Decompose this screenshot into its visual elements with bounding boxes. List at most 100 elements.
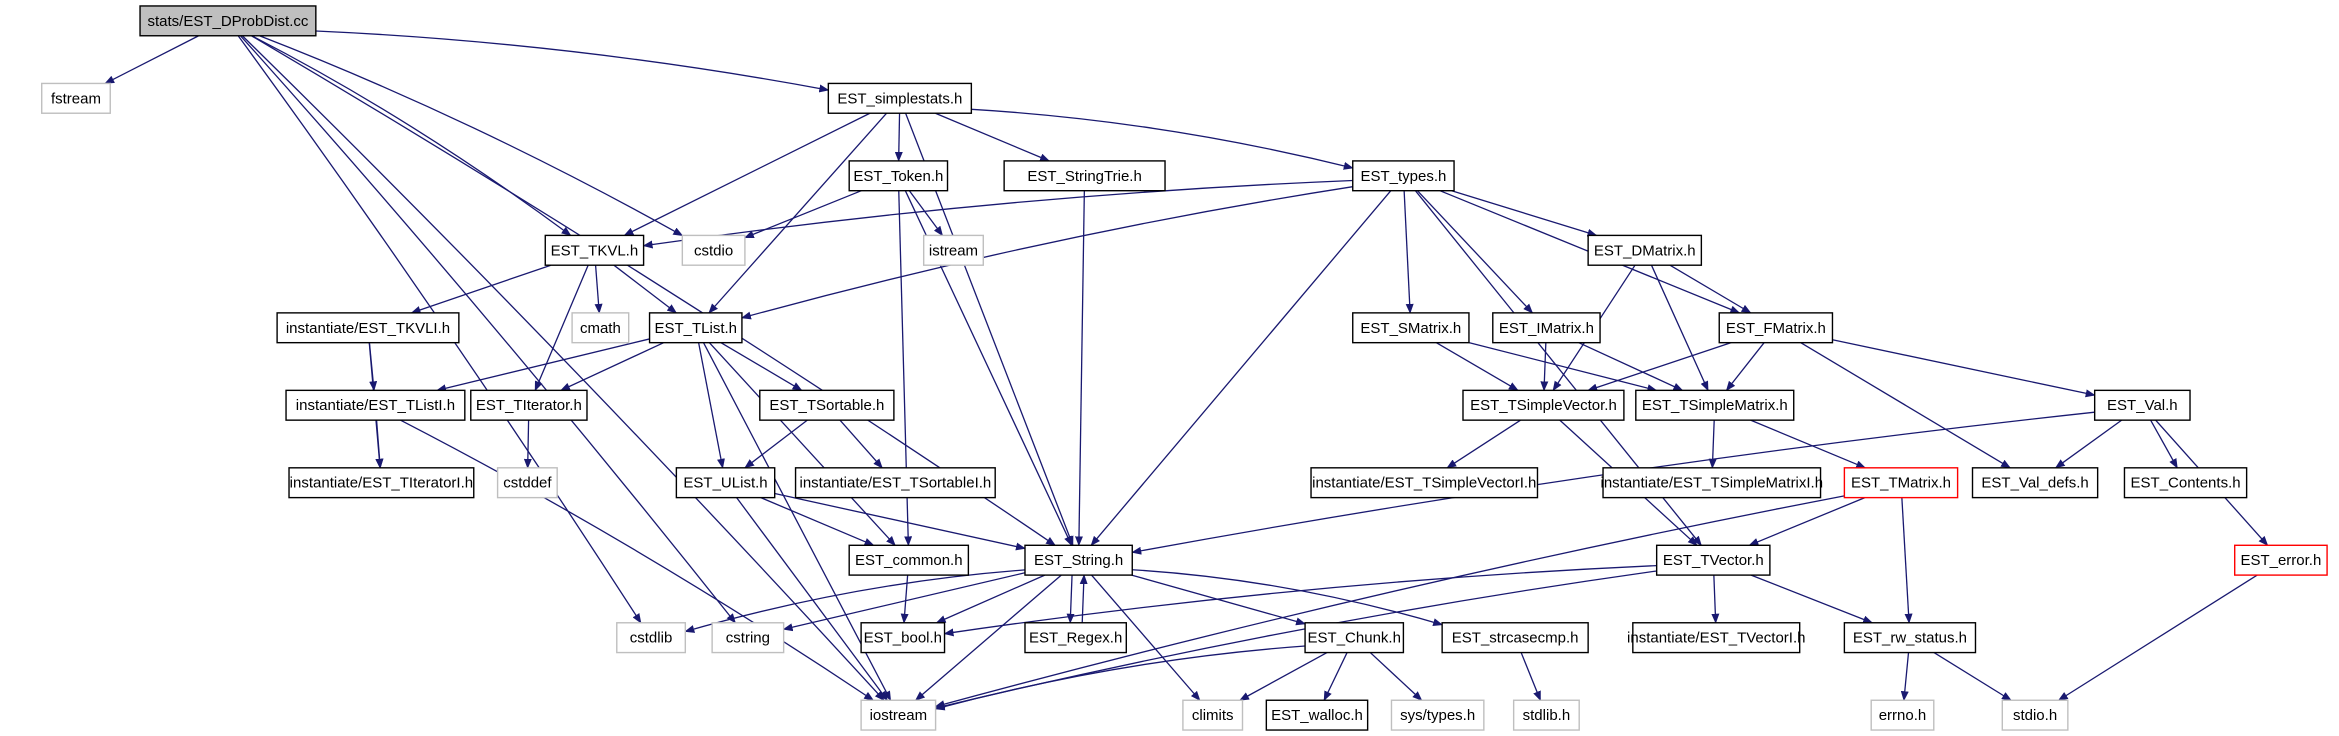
node-strcasecmp[interactable]: EST_strcasecmp.h xyxy=(1441,622,1589,654)
node-chunk[interactable]: EST_Chunk.h xyxy=(1304,622,1405,654)
node-types[interactable]: EST_types.h xyxy=(1352,160,1455,192)
node-bool-label: EST_bool.h xyxy=(864,630,942,647)
node-tsvector[interactable]: EST_TSimpleVector.h xyxy=(1462,389,1625,421)
edge-root-to-fstream xyxy=(104,35,200,85)
node-stdio[interactable]: stdio.h xyxy=(2001,699,2069,731)
node-tlist[interactable]: EST_TList.h xyxy=(648,312,743,344)
node-titer[interactable]: EST_TIterator.h xyxy=(470,389,588,421)
edge-imatrix-to-tsvector xyxy=(1540,342,1549,392)
node-tkvli-label: instantiate/EST_TKVLI.h xyxy=(286,320,450,337)
node-tsortable-label: EST_TSortable.h xyxy=(769,397,884,414)
edge-types-to-tkvl xyxy=(642,179,1353,249)
node-smatrix-box xyxy=(1352,312,1470,344)
node-strtrie[interactable]: EST_StringTrie.h xyxy=(1003,160,1166,192)
edge-tkvl-to-titer xyxy=(534,264,589,392)
edge-token-to-cstdio xyxy=(743,190,862,239)
edge-tvector-to-tvectori xyxy=(1711,575,1720,624)
node-tsortablei-box xyxy=(794,467,996,499)
edge-tmatrix-to-iostream xyxy=(934,495,1845,709)
edge-string-to-strcasecmp xyxy=(1132,569,1444,627)
node-tvectori-label: instantiate/EST_TVectorI.h xyxy=(1627,630,1805,647)
node-cmath-box xyxy=(571,312,630,344)
node-titer-label: EST_TIterator.h xyxy=(476,397,582,414)
node-fstream[interactable]: fstream xyxy=(41,82,111,114)
node-istream-box xyxy=(922,234,984,266)
node-tsvectori[interactable]: instantiate/EST_TSimpleVectorI.h xyxy=(1310,467,1539,499)
edge-simplestats-to-tkvl xyxy=(623,112,871,236)
node-imatrix-label: EST_IMatrix.h xyxy=(1499,320,1594,337)
node-stdio-label: stdio.h xyxy=(2013,707,2057,724)
node-token-box xyxy=(848,160,949,192)
edge-tsmatrix-to-tsmatrixi xyxy=(1708,420,1717,469)
node-cstdio[interactable]: cstdio xyxy=(681,234,746,266)
node-error[interactable]: EST_error.h xyxy=(2234,544,2328,576)
node-tsortablei[interactable]: instantiate/EST_TSortableI.h xyxy=(794,467,996,499)
node-imatrix[interactable]: EST_IMatrix.h xyxy=(1492,312,1601,344)
node-systypes-label: sys/types.h xyxy=(1400,707,1475,724)
node-rwstatus[interactable]: EST_rw_status.h xyxy=(1843,622,1977,654)
node-iostream[interactable]: iostream xyxy=(860,699,937,731)
node-cmath[interactable]: cmath xyxy=(571,312,630,344)
edge-root-to-cstring xyxy=(240,35,736,624)
node-tvectori[interactable]: instantiate/EST_TVectorI.h xyxy=(1627,622,1805,654)
node-tlist-box xyxy=(648,312,743,344)
edge-tlist-to-tsortable xyxy=(720,342,803,391)
node-dmatrix[interactable]: EST_DMatrix.h xyxy=(1587,234,1703,266)
node-cstddef-label: cstddef xyxy=(503,475,552,492)
node-string[interactable]: EST_String.h xyxy=(1024,544,1133,576)
node-val[interactable]: EST_Val.h xyxy=(2093,389,2191,421)
node-tlisti[interactable]: instantiate/EST_TListI.h xyxy=(285,389,466,421)
node-cstring[interactable]: cstring xyxy=(711,622,785,654)
node-tsvector-box xyxy=(1462,389,1625,421)
node-walloc[interactable]: EST_walloc.h xyxy=(1265,699,1369,731)
node-bool[interactable]: EST_bool.h xyxy=(860,622,946,654)
node-contents[interactable]: EST_Contents.h xyxy=(2123,467,2248,499)
node-climits-label: climits xyxy=(1192,707,1234,724)
node-root[interactable]: stats/EST_DProbDist.cc xyxy=(139,5,317,37)
node-ulist[interactable]: EST_UList.h xyxy=(675,467,776,499)
edge-types-to-smatrix xyxy=(1403,190,1414,314)
edge-ulist-to-common xyxy=(760,497,875,546)
node-tkvl[interactable]: EST_TKVL.h xyxy=(544,234,645,266)
node-simplestats[interactable]: EST_simplestats.h xyxy=(827,82,973,114)
edge-tmatrix-to-tvector xyxy=(1748,497,1866,546)
node-cstddef-box xyxy=(496,467,558,499)
node-istream[interactable]: istream xyxy=(922,234,984,266)
node-strtrie-box xyxy=(1003,160,1166,192)
node-tsmatrixi[interactable]: instantiate/EST_TSimpleMatrixI.h xyxy=(1600,467,1823,499)
edge-ulist-to-string xyxy=(774,492,1026,551)
node-smatrix[interactable]: EST_SMatrix.h xyxy=(1352,312,1470,344)
node-errno[interactable]: errno.h xyxy=(1870,699,1935,731)
node-fmatrix[interactable]: EST_FMatrix.h xyxy=(1718,312,1834,344)
node-tsmatrix[interactable]: EST_TSimpleMatrix.h xyxy=(1635,389,1795,421)
node-tvector-box xyxy=(1655,544,1771,576)
node-tsmatrix-box xyxy=(1635,389,1795,421)
node-valdefs[interactable]: EST_Val_defs.h xyxy=(1971,467,2099,499)
node-climits[interactable]: climits xyxy=(1182,699,1244,731)
node-tvector[interactable]: EST_TVector.h xyxy=(1655,544,1771,576)
node-common[interactable]: EST_common.h xyxy=(848,544,970,576)
node-stdlib[interactable]: stdlib.h xyxy=(1512,699,1580,731)
node-dmatrix-label: EST_DMatrix.h xyxy=(1594,242,1696,259)
node-token[interactable]: EST_Token.h xyxy=(848,160,949,192)
edge-chunk-to-walloc xyxy=(1323,652,1348,702)
node-strcasecmp-box xyxy=(1441,622,1589,654)
node-cstdlib[interactable]: cstdlib xyxy=(616,622,687,654)
node-tvector-label: EST_TVector.h xyxy=(1663,552,1764,569)
node-tkvli[interactable]: instantiate/EST_TKVLI.h xyxy=(276,312,460,344)
node-rwstatus-label: EST_rw_status.h xyxy=(1853,630,1967,647)
node-cstddef[interactable]: cstddef xyxy=(496,467,558,499)
node-titeri[interactable]: instantiate/EST_TIteratorI.h xyxy=(288,467,475,499)
node-valdefs-label: EST_Val_defs.h xyxy=(1981,475,2088,492)
node-tmatrix[interactable]: EST_TMatrix.h xyxy=(1843,467,1959,499)
edge-error-to-stdio xyxy=(2057,574,2258,701)
node-titeri-label: instantiate/EST_TIteratorI.h xyxy=(290,475,473,492)
node-systypes[interactable]: sys/types.h xyxy=(1390,699,1485,731)
node-tlisti-label: instantiate/EST_TListI.h xyxy=(296,397,455,414)
node-regex[interactable]: EST_Regex.h xyxy=(1024,622,1127,654)
edge-token-to-istream xyxy=(908,190,944,237)
node-tsortable[interactable]: EST_TSortable.h xyxy=(759,389,895,421)
node-valdefs-box xyxy=(1971,467,2099,499)
edge-rwstatus-to-errno xyxy=(1900,652,1910,702)
node-walloc-box xyxy=(1265,699,1369,731)
